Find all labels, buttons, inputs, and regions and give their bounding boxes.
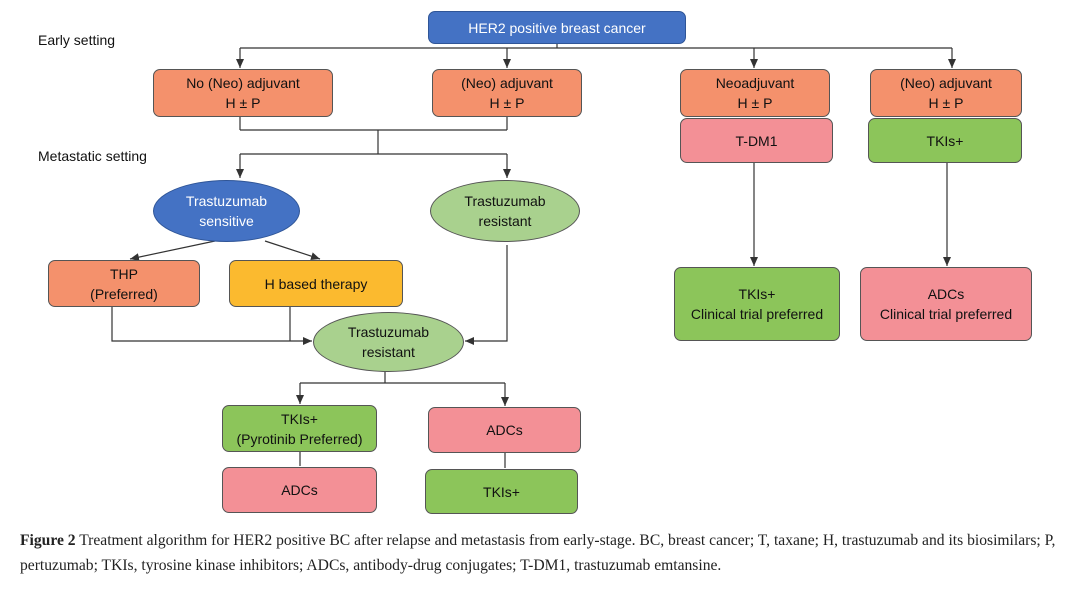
node-text: (Neo) adjuvant [461,75,553,91]
h-based-therapy-node: H based therapy [229,260,403,307]
trastuzumab-sensitive-node: Trastuzumab sensitive [153,180,300,242]
node-text: H ± P [737,95,773,111]
her2-positive-node: HER2 positive breast cancer [428,11,686,44]
node-text: Trastuzumab [464,193,546,209]
node-text: Neoadjuvant [715,75,795,91]
treatment-flowchart: Early setting Metastatic setting HER2 po… [38,11,1032,514]
node-text: Clinical trial preferred [879,306,1013,322]
node-text: Trastuzumab [347,324,430,340]
node-text: sensitive [199,213,254,229]
neoadjuvant-node: Neoadjuvant H ± P [680,69,830,117]
thp-node: THP (Preferred) [48,260,200,307]
node-text: HER2 positive breast cancer [468,19,646,36]
node-text: (Preferred) [90,285,158,302]
node-text: H based therapy [264,275,368,292]
node-text: (Neo) adjuvant [900,75,992,91]
adcs-clinical-trial-node: ADCs Clinical trial preferred [860,267,1032,341]
tkis-pyrotinib-node: TKIs+ (Pyrotinib Preferred) [222,405,377,452]
adcs-mid-node: ADCs [428,407,581,453]
tkis-top-node: TKIs+ [868,118,1022,163]
edge-resistant1-to-resistant2 [465,245,508,345]
trastuzumab-resistant-node-2: Trastuzumab resistant [313,312,464,372]
early-setting-label: Early setting [38,32,116,48]
node-text: (Pyrotinib Preferred) [236,430,363,447]
node-text: H ± P [225,95,261,111]
tdm1-node: T-DM1 [680,118,833,163]
trastuzumab-resistant-node-1: Trastuzumab resistant [430,180,580,242]
node-text: Trastuzumab [185,193,268,209]
node-text: TKIs+ [738,286,776,302]
connector-lines [111,44,956,468]
node-text: THP [110,265,138,282]
edge-to-h-based [264,240,321,261]
node-text: TKIs+ [483,483,520,500]
no-neo-adjuvant-node: No (Neo) adjuvant H ± P [153,69,333,117]
node-text: ADCs [486,422,523,438]
node-text: Clinical trial preferred [690,306,824,322]
node-text: No (Neo) adjuvant [186,75,300,91]
node-text: TKIs+ [926,132,964,149]
node-text: resistant [478,213,532,229]
edge-thp-to-resistant-2 [111,307,312,345]
node-text: TKIs+ [281,410,318,427]
neo-adjuvant-node-1: (Neo) adjuvant H ± P [432,69,582,117]
caption-text: Treatment algorithm for HER2 positive BC… [20,532,1056,574]
tkis-clinical-trial-node: TKIs+ Clinical trial preferred [674,267,840,341]
neo-adjuvant-node-2: (Neo) adjuvant H ± P [870,69,1022,117]
node-text: ADCs [281,482,318,498]
adcs-bottom-node: ADCs [222,467,377,513]
figure-caption: Figure 2 Treatment algorithm for HER2 po… [20,528,1060,578]
node-text: T-DM1 [735,132,778,149]
node-text: H ± P [489,95,525,111]
node-text: resistant [362,344,415,360]
node-text: H ± P [928,95,964,111]
metastatic-setting-label: Metastatic setting [38,148,147,164]
tkis-bottom-node: TKIs+ [425,469,578,514]
node-text: ADCs [927,286,965,302]
figure-label: Figure 2 [20,532,76,549]
edge-to-thp [129,240,216,262]
